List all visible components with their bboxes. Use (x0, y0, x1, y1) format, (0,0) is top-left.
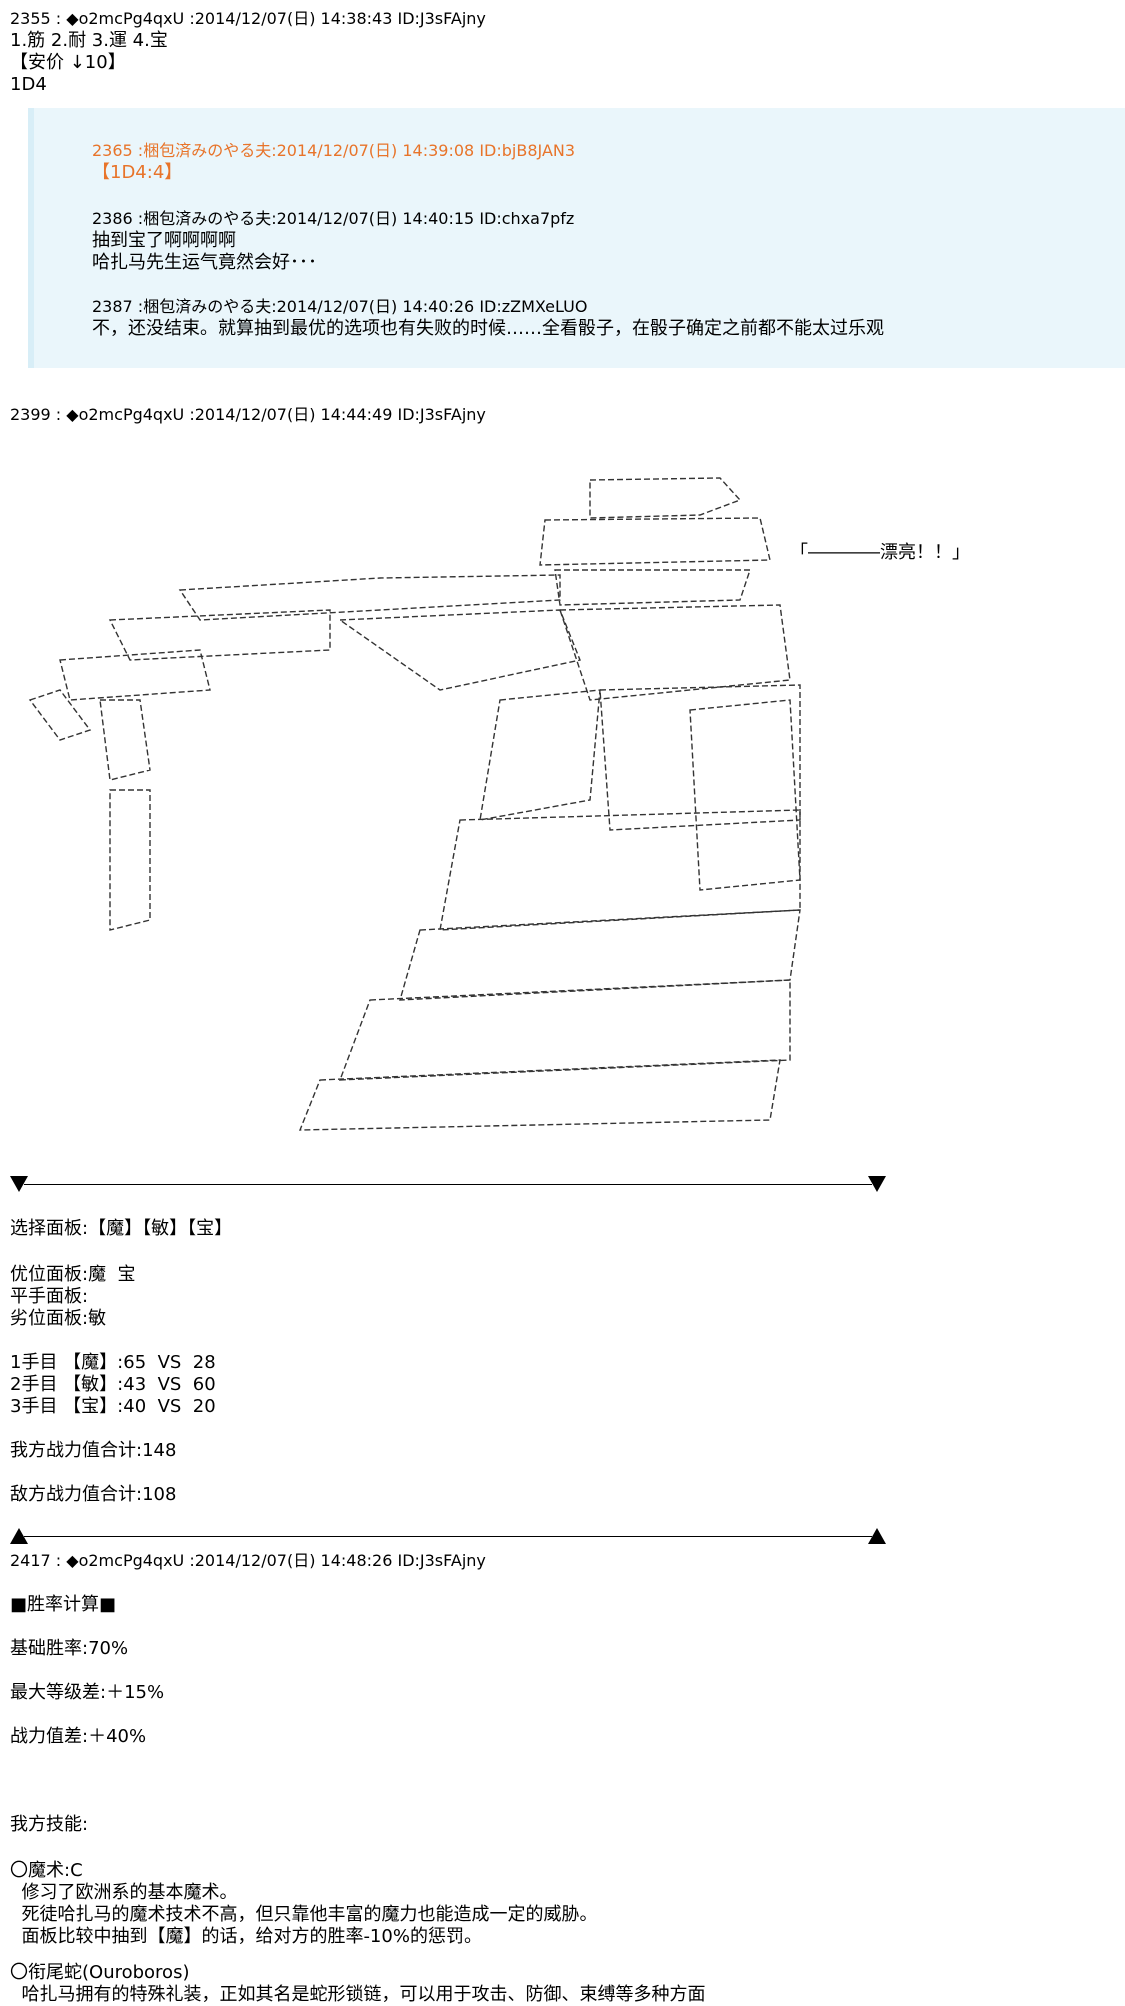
ascii-art-figure (0, 460, 1125, 1140)
post-header-2355: 2355 : ◆o2mcPg4qxU :2014/12/07(日) 14:38:… (10, 9, 486, 28)
skill-1-name: 〇魔术:C (10, 1860, 83, 1881)
quote-header-2386: 2386 :梱包済みのやる夫:2014/12/07(日) 14:40:15 ID… (92, 209, 575, 228)
panel-even: 平手面板: (10, 1286, 89, 1307)
enemy-total: 敌方战力值合计:108 (10, 1484, 177, 1505)
skill-2-line: 哈扎马拥有的特殊礼装，正如其名是蛇形锁链，可以用于攻击、防御、束缚等多种方面 (10, 1984, 706, 2005)
our-total: 我方战力值合计:148 (10, 1440, 177, 1461)
quote-header-2365: 2365 :梱包済みのやる夫:2014/12/07(日) 14:39:08 ID… (92, 141, 576, 160)
power-diff: 战力值差:＋40% (10, 1726, 147, 1747)
skills-heading: 我方技能: (10, 1814, 89, 1835)
speech-text: 「――――漂亮！！」 (790, 542, 970, 563)
round-1: 1手目 【魔】:65 VS 28 (10, 1352, 216, 1373)
quote-body-2386-line1: 抽到宝了啊啊啊啊 (92, 230, 236, 251)
panel-select: 选择面板:【魔】【敏】【宝】 (10, 1218, 233, 1239)
calc-title: ■胜率计算■ (10, 1594, 117, 1615)
base-rate: 基础胜率:70% (10, 1638, 129, 1659)
quote-body-2387: 不，还没结束。就算抽到最优的选项也有失败的时候……全看骰子，在骰子确定之前都不能… (92, 318, 884, 339)
quote-header-2387: 2387 :梱包済みのやる夫:2014/12/07(日) 14:40:26 ID… (92, 297, 588, 316)
quote-body-2386-line2: 哈扎马先生运气竟然会好･･･ (92, 252, 317, 273)
skill-1-line: 死徒哈扎马的魔术技术不高，但只靠他丰富的魔力也能造成一定的威胁。 (10, 1904, 598, 1925)
skill-1-line: 面板比较中抽到【魔】的话，给对方的胜率-10%的惩罚。 (10, 1926, 482, 1947)
section-divider-top (10, 1176, 886, 1194)
round-2: 2手目 【敏】:43 VS 60 (10, 1374, 216, 1395)
quoted-replies-box (28, 108, 1125, 368)
post-header-2399: 2399 : ◆o2mcPg4qxU :2014/12/07(日) 14:44:… (10, 405, 486, 424)
post-header-2417: 2417 : ◆o2mcPg4qxU :2014/12/07(日) 14:48:… (10, 1551, 486, 1570)
skill-2-name: 〇衔尾蛇(Ouroboros) (10, 1962, 190, 1983)
level-diff: 最大等级差:＋15% (10, 1682, 165, 1703)
round-3: 3手目 【宝】:40 VS 20 (10, 1396, 216, 1417)
post-body-line: 1D4 (10, 74, 47, 95)
section-divider-bottom (10, 1528, 886, 1546)
post-body-line: 1.筋 2.耐 3.運 4.宝 (10, 30, 168, 51)
post-body-line: 【安价 ↓10】 (10, 52, 126, 73)
quote-body-2365: 【1D4:4】 (92, 162, 183, 183)
panel-good: 优位面板:魔 宝 (10, 1264, 136, 1285)
skill-1-line: 修习了欧洲系的基本魔术。 (10, 1882, 238, 1903)
panel-bad: 劣位面板:敏 (10, 1308, 107, 1329)
